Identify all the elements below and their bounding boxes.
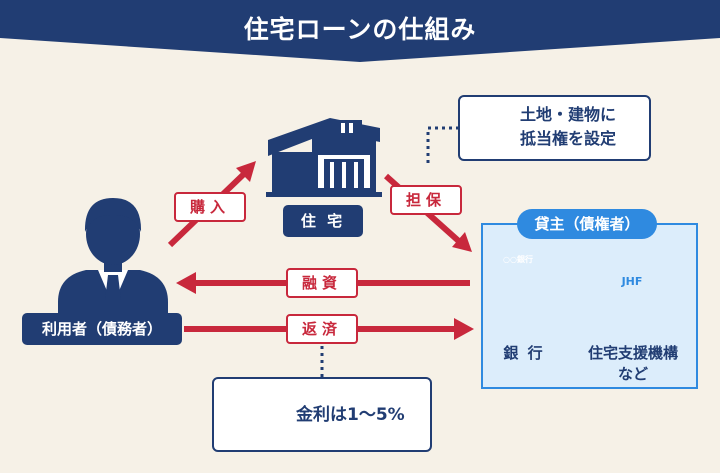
interest-box (212, 377, 432, 452)
purchase-label: 購入 (174, 192, 246, 222)
interest-text: 金利は1〜5% (296, 405, 405, 425)
lender-panel (481, 223, 698, 389)
person-icon (58, 198, 168, 320)
collateral-connector (426, 126, 458, 163)
collateral-box (458, 95, 651, 161)
bank-label: 銀 行 (503, 344, 545, 362)
loan-label: 融資 (286, 268, 358, 298)
bank-sign: ○○銀行 (503, 255, 533, 264)
page-title: 住宅ローンの仕組み (243, 15, 477, 44)
lender-title: 貸主（債権者） (517, 209, 657, 239)
jhf-label-line2: など (617, 365, 648, 383)
house-icon (266, 118, 382, 197)
collateral-label: 担保 (390, 185, 462, 215)
header-banner (0, 0, 720, 62)
house-label: 住 宅 (283, 205, 363, 237)
collateral-text-line1: 土地・建物に (520, 105, 617, 124)
collateral-text-line2: 抵当権を設定 (520, 129, 617, 148)
jhf-logo: JHF (621, 275, 643, 288)
borrower-label: 利用者（債務者） (22, 313, 182, 345)
repayment-label: 返済 (286, 314, 358, 344)
jhf-label-line1: 住宅支援機構 (587, 344, 678, 362)
